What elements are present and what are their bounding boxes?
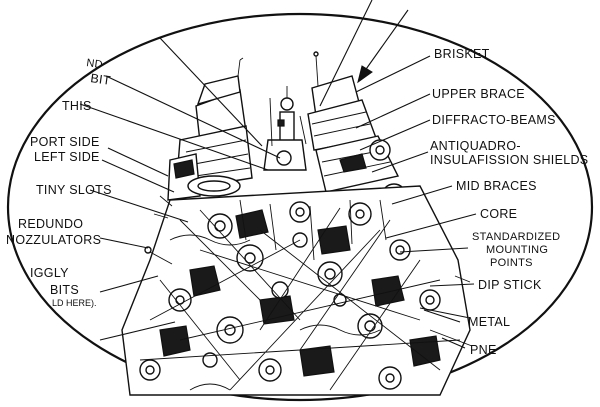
label-bit: BIT [90,71,112,88]
label-bits: BITS [50,283,79,297]
left-tower [167,57,253,201]
label-mounting: MOUNTING [486,244,548,256]
label-tiny-slots: TINY SLOTS [36,183,112,197]
label-left-side: LEFT SIDE [34,150,100,164]
label-port-side: PORT SIDE [30,135,100,149]
label-metal: METAL [468,315,510,329]
label-this: THIS [62,99,92,113]
leader-lines [79,0,477,349]
label-insulafission-shields: INSULAFISSION SHIELDS [430,153,588,167]
label-mid-braces: MID BRACES [456,179,537,193]
label-diffracto-beams: DIFFRACTO-BEAMS [432,113,556,127]
central-spire [263,86,307,171]
machine-body [121,185,473,396]
label-pne: PNE [470,343,497,357]
label-standardized: STANDARDIZED [472,231,560,243]
labels: ND BIT THIS PORT SIDE LEFT SIDE TINY SLO… [6,47,588,357]
label-brisket: BRISKET [434,47,490,61]
label-upper-brace: UPPER BRACE [432,87,525,101]
label-redundo: REDUNDO [18,217,83,231]
right-tower [307,51,407,209]
machine-illustration [121,51,473,396]
label-antiquadro: ANTIQUADRO- [430,139,521,153]
label-dip-stick: DIP STICK [478,278,542,292]
label-jiggly: IGGLY [30,266,69,280]
label-points: POINTS [490,257,533,269]
label-core: CORE [480,207,517,221]
label-bit-top: ND [86,57,104,71]
label-hold-here: LD HERE). [52,298,97,308]
label-nozzulators: NOZZULATORS [6,233,101,247]
